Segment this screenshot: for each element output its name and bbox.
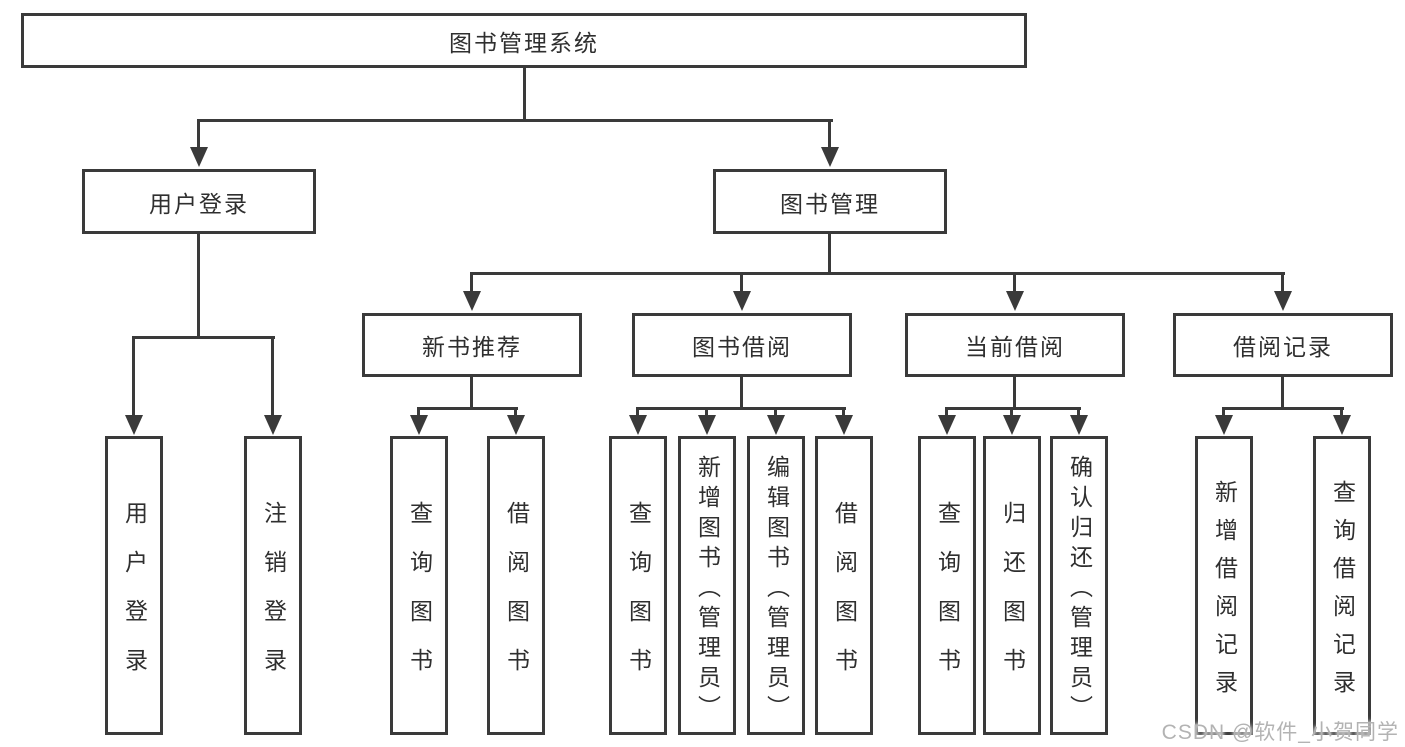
arrow-down-icon <box>1006 291 1024 311</box>
leaf-bw-add-books-admin: 新增图书（管理员） <box>678 436 736 735</box>
node-label: 借阅记录 <box>1233 334 1333 360</box>
node-label: 新书推荐 <box>422 334 522 360</box>
leaf-label: 用户登录 <box>121 500 148 697</box>
connector-line <box>1010 407 1013 418</box>
watermark-text: CSDN @软件_小贺同学 <box>1161 721 1399 744</box>
leaf-label: 借阅图书 <box>831 500 858 697</box>
leaf-bw-edit-books-admin: 编辑图书（管理员） <box>747 436 805 735</box>
arrow-down-icon <box>1003 415 1021 435</box>
node-book-borrowing: 图书借阅 <box>632 313 852 377</box>
leaf-rec-add-record: 新增借阅记录 <box>1195 436 1253 735</box>
arrow-down-icon <box>733 291 751 311</box>
leaf-label: 新增图书（管理员） <box>694 454 721 725</box>
node-library-system: 图书管理系统 <box>21 13 1027 68</box>
connector-line <box>1013 272 1016 294</box>
arrow-down-icon <box>835 415 853 435</box>
leaf-label: 查询图书 <box>625 500 652 697</box>
arrow-down-icon <box>1333 415 1351 435</box>
leaf-label: 查询借阅记录 <box>1329 479 1356 708</box>
connector-line <box>1281 377 1284 409</box>
arrow-down-icon <box>938 415 956 435</box>
arrow-down-icon <box>1274 291 1292 311</box>
leaf-label: 查询图书 <box>934 500 961 697</box>
arrow-down-icon <box>1070 415 1088 435</box>
connector-line <box>740 272 743 294</box>
connector-line <box>197 119 200 151</box>
leaf-label: 编辑图书（管理员） <box>763 454 790 725</box>
connector-line <box>1013 377 1016 409</box>
arrow-down-icon <box>821 147 839 167</box>
connector-line <box>197 119 833 122</box>
leaf-label: 查询图书 <box>406 500 433 697</box>
node-label: 用户登录 <box>149 190 249 217</box>
leaf-nb-query-books: 查询图书 <box>390 436 448 735</box>
leaf-label: 新增借阅记录 <box>1211 479 1238 708</box>
connector-line <box>774 407 777 418</box>
leaf-cur-confirm-return-admin: 确认归还（管理员） <box>1050 436 1108 735</box>
arrow-down-icon <box>1215 415 1233 435</box>
connector-line <box>417 407 518 410</box>
node-book-management: 图书管理 <box>713 169 947 234</box>
connector-line <box>470 377 473 409</box>
connector-line <box>1340 407 1343 418</box>
connector-line <box>197 234 200 338</box>
arrow-down-icon <box>463 291 481 311</box>
arrow-down-icon <box>698 415 716 435</box>
connector-line <box>132 336 275 339</box>
connector-line <box>740 377 743 409</box>
node-label: 图书借阅 <box>692 334 792 360</box>
connector-line <box>842 407 845 418</box>
leaf-logout: 注销登录 <box>244 436 302 735</box>
leaf-label: 注销登录 <box>260 500 287 697</box>
connector-line <box>1222 407 1344 410</box>
connector-line <box>417 407 420 418</box>
node-current-borrowing: 当前借阅 <box>905 313 1125 377</box>
arrow-down-icon <box>629 415 647 435</box>
connector-line <box>470 272 1285 275</box>
leaf-cur-return-books: 归还图书 <box>983 436 1041 735</box>
node-new-book-recommendation: 新书推荐 <box>362 313 582 377</box>
arrow-down-icon <box>767 415 785 435</box>
connector-line <box>828 234 831 274</box>
leaf-rec-query-record: 查询借阅记录 <box>1313 436 1371 735</box>
leaf-label: 归还图书 <box>999 500 1026 697</box>
node-label: 图书管理系统 <box>449 29 599 56</box>
leaf-label: 确认归还（管理员） <box>1066 454 1093 725</box>
connector-line <box>514 407 517 418</box>
connector-line <box>523 67 526 121</box>
connector-line <box>132 336 135 417</box>
arrow-down-icon <box>410 415 428 435</box>
connector-line <box>470 272 473 294</box>
node-borrowing-records: 借阅记录 <box>1173 313 1393 377</box>
arrow-down-icon <box>190 147 208 167</box>
connector-line <box>705 407 708 418</box>
connector-line <box>1077 407 1080 418</box>
leaf-cur-query-books: 查询图书 <box>918 436 976 735</box>
leaf-user-login: 用户登录 <box>105 436 163 735</box>
connector-line <box>945 407 1081 410</box>
connector-line <box>1281 272 1284 294</box>
connector-line <box>828 119 831 151</box>
node-label: 当前借阅 <box>965 334 1065 360</box>
arrow-down-icon <box>125 415 143 435</box>
leaf-nb-borrow-books: 借阅图书 <box>487 436 545 735</box>
connector-line <box>636 407 846 410</box>
connector-line <box>636 407 639 418</box>
node-user-login: 用户登录 <box>82 169 316 234</box>
leaf-label: 借阅图书 <box>503 500 530 697</box>
node-label: 图书管理 <box>780 190 880 217</box>
connector-line <box>271 336 274 417</box>
leaf-bw-query-books: 查询图书 <box>609 436 667 735</box>
arrow-down-icon <box>507 415 525 435</box>
connector-line <box>1222 407 1225 418</box>
connector-line <box>945 407 948 418</box>
arrow-down-icon <box>264 415 282 435</box>
leaf-bw-borrow-books: 借阅图书 <box>815 436 873 735</box>
